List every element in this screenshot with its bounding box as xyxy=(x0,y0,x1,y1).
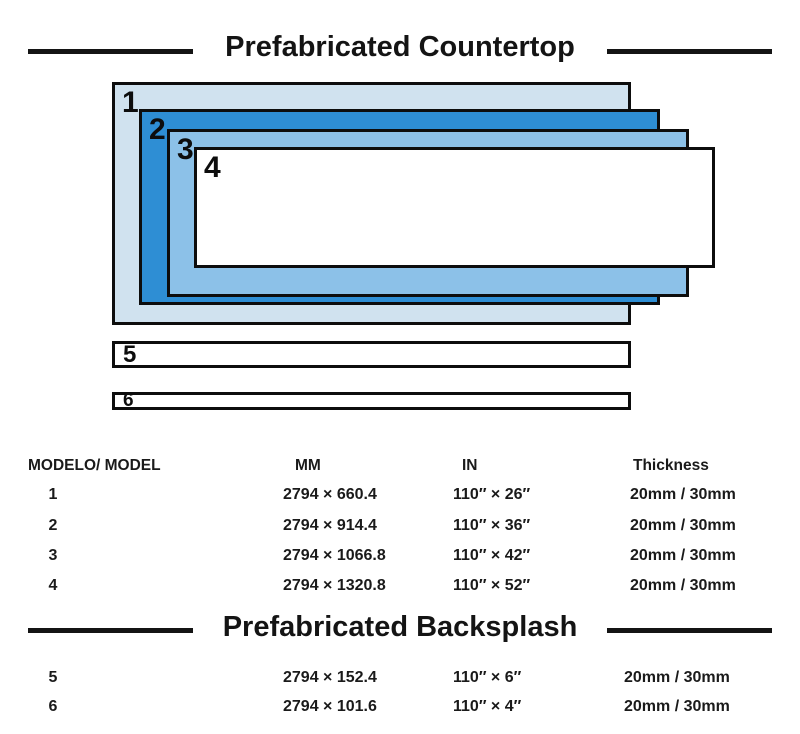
row-in: 110″ × 26″ xyxy=(453,486,531,503)
row-in: 110″ × 36″ xyxy=(453,517,531,534)
row-model: 6 xyxy=(48,698,58,715)
backsplash-title-rule-left xyxy=(28,628,193,633)
table-row-model-2: 2 2794 × 914.4 110″ × 36″ 20mm / 30mm xyxy=(0,517,800,537)
table-row-model-3: 3 2794 × 1066.8 110″ × 42″ 20mm / 30mm xyxy=(0,547,800,567)
row-model: 5 xyxy=(48,669,58,686)
countertop-section-title: Prefabricated Countertop xyxy=(225,31,575,63)
row-mm: 2794 × 101.6 xyxy=(283,698,377,715)
row-model: 3 xyxy=(48,547,58,564)
row-model: 2 xyxy=(48,517,58,534)
row-model: 1 xyxy=(48,486,58,503)
row-model: 4 xyxy=(48,577,58,594)
header-mm: MM xyxy=(295,457,321,474)
table-row-model-5: 5 2794 × 152.4 110″ × 6″ 20mm / 30mm xyxy=(0,669,800,689)
row-thickness: 20mm / 30mm xyxy=(624,669,730,686)
countertop-title-rule-left xyxy=(28,49,193,54)
header-model: MODELO/ MODEL xyxy=(28,457,161,474)
row-thickness: 20mm / 30mm xyxy=(624,698,730,715)
row-in: 110″ × 52″ xyxy=(453,577,531,594)
row-thickness: 20mm / 30mm xyxy=(630,547,736,564)
strip-5-label: 5 xyxy=(123,341,137,368)
table-row-model-4: 4 2794 × 1320.8 110″ × 52″ 20mm / 30mm xyxy=(0,577,800,597)
header-in: IN xyxy=(462,457,478,474)
row-thickness: 20mm / 30mm xyxy=(630,517,736,534)
row-in: 110″ × 6″ xyxy=(453,669,522,686)
row-mm: 2794 × 1320.8 xyxy=(283,577,386,594)
strip-6-label: 6 xyxy=(123,390,134,411)
row-mm: 2794 × 152.4 xyxy=(283,669,377,686)
table-row-model-1: 1 2794 × 660.4 110″ × 26″ 20mm / 30mm xyxy=(0,486,800,506)
layer-4-label: 4 xyxy=(204,151,221,184)
row-in: 110″ × 4″ xyxy=(453,698,522,715)
row-mm: 2794 × 914.4 xyxy=(283,517,377,534)
table-row-model-6: 6 2794 × 101.6 110″ × 4″ 20mm / 30mm xyxy=(0,698,800,718)
row-in: 110″ × 42″ xyxy=(453,547,531,564)
spec-table-header: MODELO/ MODEL MM IN Thickness xyxy=(0,457,800,477)
backsplash-title-rule-right xyxy=(607,628,772,633)
countertop-title-rule-right xyxy=(607,49,772,54)
row-mm: 2794 × 660.4 xyxy=(283,486,377,503)
backsplash-section-title: Prefabricated Backsplash xyxy=(222,611,578,643)
row-thickness: 20mm / 30mm xyxy=(630,577,736,594)
layer-2-label: 2 xyxy=(149,113,166,146)
layer-1-label: 1 xyxy=(122,86,139,119)
countertop-layer-4: 4 xyxy=(194,147,715,268)
backsplash-strip-6: 6 xyxy=(112,390,631,411)
layer-3-label: 3 xyxy=(177,133,194,166)
header-thickness: Thickness xyxy=(633,457,709,474)
row-thickness: 20mm / 30mm xyxy=(630,486,736,503)
backsplash-strip-5: 5 xyxy=(112,341,631,368)
row-mm: 2794 × 1066.8 xyxy=(283,547,386,564)
